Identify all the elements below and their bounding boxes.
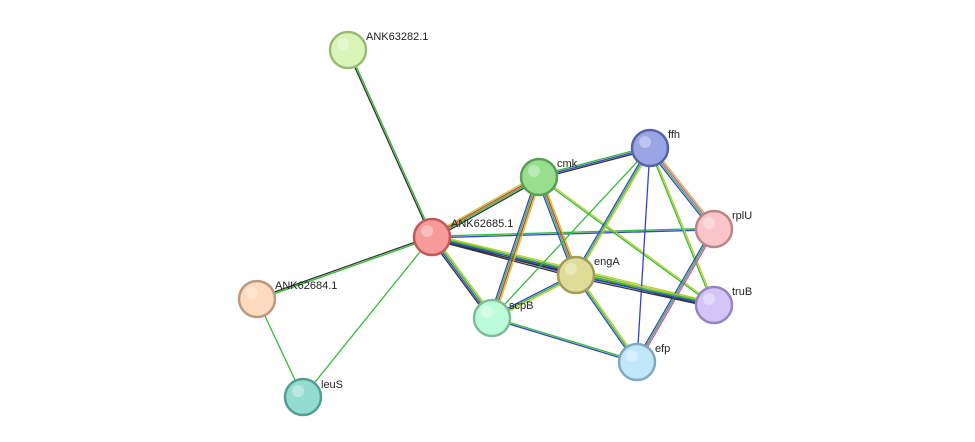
node-highlight: [703, 217, 715, 229]
edge-line: [491, 318, 637, 364]
edge-line: [348, 49, 434, 237]
edge-line: [492, 316, 638, 362]
node-highlight: [528, 165, 540, 177]
node-leus[interactable]: [283, 377, 323, 417]
edge-ank62685-1-ank62684-1: [256, 235, 433, 301]
edge-line: [432, 177, 540, 239]
edge-ank62685-1-rplu: [431, 227, 715, 239]
node-layer: [237, 30, 734, 417]
edge-line: [491, 147, 651, 319]
node-efp[interactable]: [617, 342, 657, 382]
edge-line: [575, 275, 714, 307]
edge-line: [576, 148, 652, 277]
node-enga[interactable]: [556, 255, 596, 295]
edge-scpb-ffh: [491, 147, 651, 319]
edge-line: [257, 237, 433, 301]
node-highlight: [626, 350, 638, 362]
node-highlight: [337, 38, 349, 50]
edge-line: [432, 229, 715, 239]
node-label-cmk: cmk: [557, 158, 578, 170]
node-cmk[interactable]: [519, 157, 559, 197]
edge-line: [635, 227, 714, 362]
edge-enga-trub: [575, 272, 715, 308]
edge-line: [636, 147, 651, 363]
edge-line: [346, 50, 432, 238]
edge-line: [431, 175, 539, 237]
node-label-scpb: scpB: [509, 300, 533, 312]
node-highlight: [292, 385, 304, 397]
node-highlight: [421, 225, 433, 237]
node-label-ank62684-1: ANK62684.1: [275, 280, 337, 292]
node-label-efp: efp: [655, 343, 670, 355]
edge-ffh-efp: [636, 147, 651, 363]
edge-line: [574, 146, 650, 275]
edge-line: [490, 176, 539, 318]
node-label-ank62685-1: ANK62685.1: [451, 218, 513, 230]
node-highlight: [565, 263, 577, 275]
edge-line: [492, 177, 541, 319]
node-label-ank63282-1: ANK63282.1: [366, 31, 428, 43]
node-rplu[interactable]: [694, 209, 734, 249]
edge-line: [432, 178, 541, 240]
edge-line: [575, 147, 651, 276]
edge-scpb-efp: [491, 316, 638, 364]
node-highlight: [246, 287, 258, 299]
node-ank62685-1[interactable]: [412, 217, 452, 257]
node-scpb[interactable]: [472, 298, 512, 338]
edge-cmk-scpb: [489, 176, 542, 319]
edge-ank62685-1-leus: [302, 236, 433, 398]
edge-line: [302, 236, 433, 398]
node-label-rplu: rplU: [732, 210, 752, 222]
node-highlight: [639, 136, 651, 148]
node-ank62684-1[interactable]: [237, 279, 277, 319]
edge-line: [256, 235, 432, 299]
edge-line: [431, 227, 714, 237]
node-highlight: [703, 293, 715, 305]
edge-ffh-enga: [574, 146, 652, 277]
node-label-trub: truB: [732, 286, 752, 298]
node-label-enga: engA: [594, 256, 620, 268]
edge-line: [430, 174, 539, 236]
edge-line: [576, 272, 715, 304]
edge-line: [648, 148, 714, 306]
edge-ank63282-1-ank62685-1: [346, 49, 434, 238]
edge-line: [575, 276, 714, 308]
edge-line: [489, 176, 538, 318]
node-ffh[interactable]: [630, 128, 670, 168]
edge-line: [576, 273, 715, 305]
edge-ffh-trub: [648, 147, 716, 306]
node-label-ffh: ffh: [668, 129, 680, 141]
edge-line: [493, 177, 542, 319]
edge-line: [650, 147, 716, 305]
node-ank63282-1[interactable]: [328, 30, 368, 70]
edge-ank62685-1-cmk: [430, 174, 541, 240]
node-trub[interactable]: [694, 285, 734, 325]
node-highlight: [481, 306, 493, 318]
node-label-leus: leuS: [321, 379, 343, 391]
